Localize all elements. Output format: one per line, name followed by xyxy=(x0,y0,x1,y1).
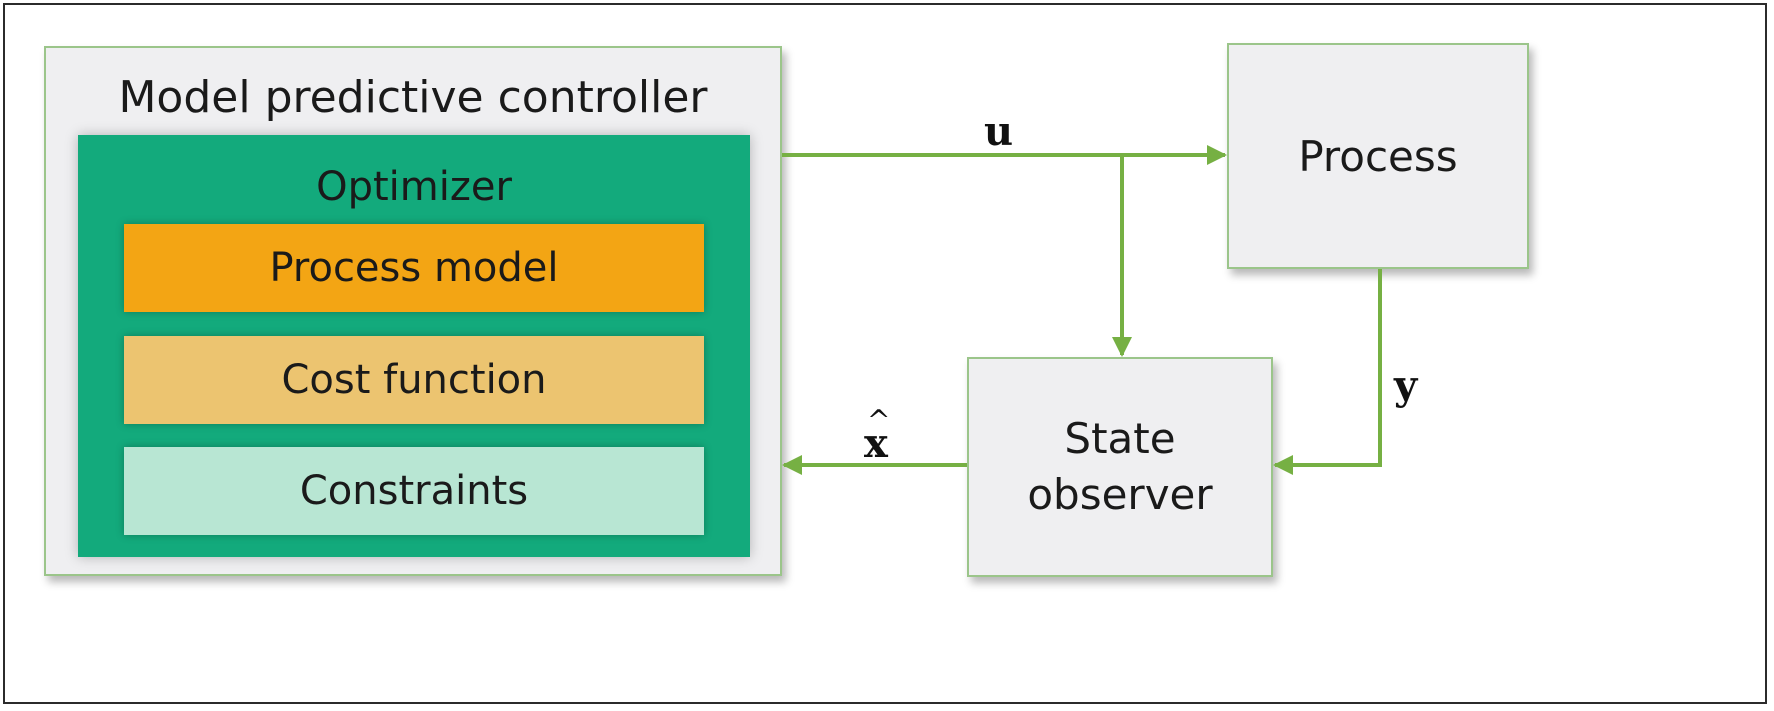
state-observer-block: State observer xyxy=(967,357,1273,577)
observer-label-line1: State xyxy=(1064,414,1176,463)
constraints-block: Constraints xyxy=(124,447,704,535)
mpc-title: Model predictive controller xyxy=(118,72,708,123)
process-block: Process xyxy=(1227,43,1529,269)
signal-x-hat-mark: ^ xyxy=(867,404,891,437)
observer-label-line2: observer xyxy=(1027,470,1213,519)
optimizer-title: Optimizer xyxy=(316,164,512,210)
process-model-block: Process model xyxy=(124,224,704,312)
signal-y-label: y xyxy=(1394,362,1418,409)
signal-x-label: x xyxy=(864,420,888,467)
signal-u-label: u xyxy=(984,108,1014,155)
cost-function-block: Cost function xyxy=(124,336,704,424)
